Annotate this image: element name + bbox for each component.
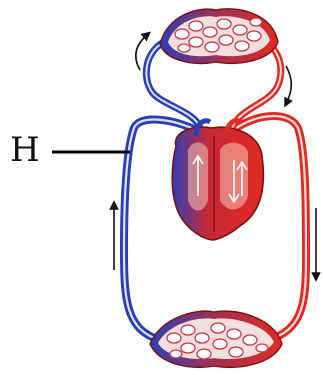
label-h: H (10, 130, 40, 170)
arrow-icon (286, 66, 291, 104)
body-capillary-bed (150, 311, 282, 367)
lung-capillary-bed (160, 9, 278, 64)
heart-icon (172, 121, 263, 241)
